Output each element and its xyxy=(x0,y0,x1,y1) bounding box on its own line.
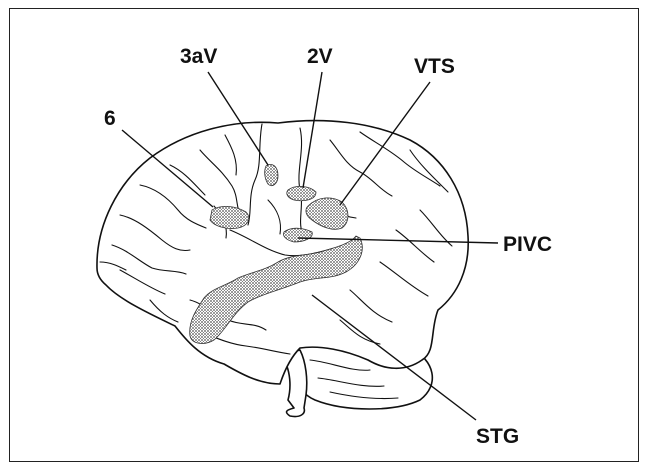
label-3av: 3aV xyxy=(180,45,217,68)
label-stg: STG xyxy=(476,425,519,448)
label-2v: 2V xyxy=(307,45,333,68)
brain-outline xyxy=(97,121,468,384)
label-vts: VTS xyxy=(414,55,455,78)
label-6: 6 xyxy=(104,107,116,130)
region-3av xyxy=(265,164,278,185)
label-pivc: PIVC xyxy=(503,233,552,256)
region-2v xyxy=(287,186,316,200)
